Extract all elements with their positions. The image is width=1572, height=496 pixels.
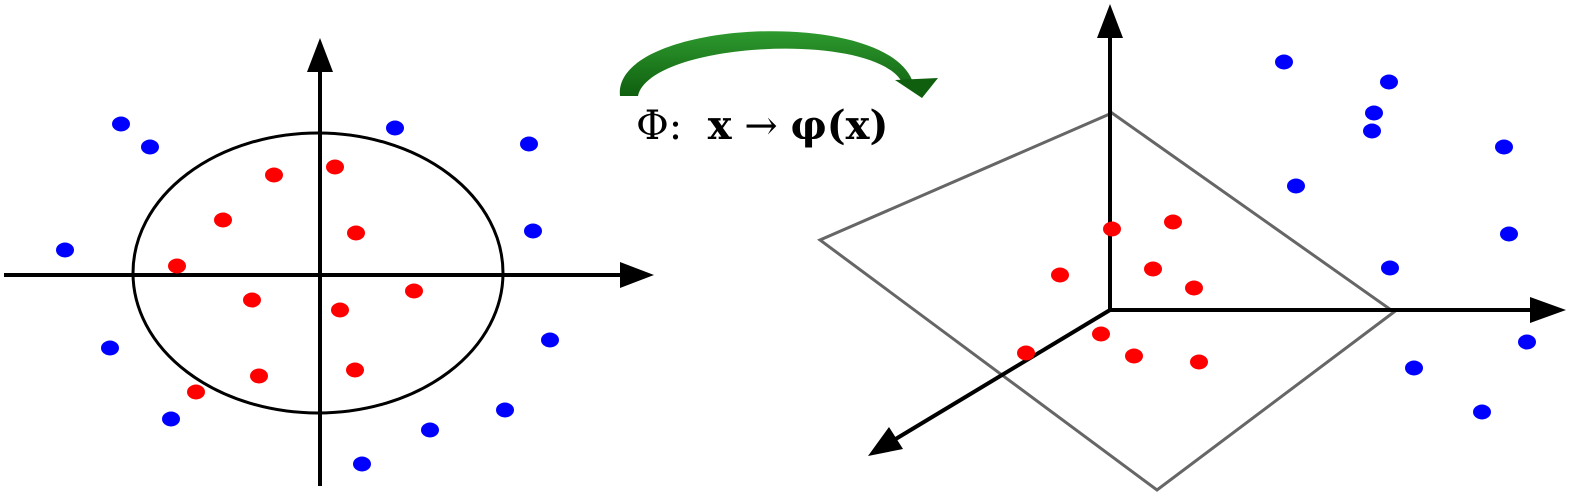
blue-data-point xyxy=(1405,360,1423,376)
phi-symbol: Φ: xyxy=(636,103,683,149)
blue-data-point xyxy=(1363,123,1381,139)
blue-data-point xyxy=(141,139,159,155)
red-data-point xyxy=(331,302,349,318)
transform-arrow-body xyxy=(619,31,912,96)
blue-data-point xyxy=(1518,334,1536,350)
red-data-point xyxy=(1190,354,1208,370)
red-data-point xyxy=(214,212,232,228)
red-data-point xyxy=(1144,261,1162,277)
red-data-point xyxy=(1103,221,1121,237)
red-data-point xyxy=(405,283,423,299)
transform-arrow xyxy=(619,31,938,98)
maps-to-arrow: → xyxy=(744,103,778,149)
right-y-axis-arrowhead xyxy=(1097,4,1123,38)
blue-data-point xyxy=(112,116,130,132)
input-space-points xyxy=(56,116,559,472)
red-data-point xyxy=(243,292,261,308)
blue-data-point xyxy=(520,136,538,152)
red-data-point xyxy=(187,384,205,400)
blue-data-point xyxy=(353,456,371,472)
red-data-point xyxy=(250,368,268,384)
blue-data-point xyxy=(1287,178,1305,194)
blue-data-point xyxy=(386,120,404,136)
red-data-point xyxy=(347,225,365,241)
right-z-axis-arrowhead xyxy=(868,427,903,456)
mapping-label: Φ: x → φ(x) xyxy=(636,103,888,149)
blue-data-point xyxy=(162,411,180,427)
blue-data-point xyxy=(496,402,514,418)
blue-data-point xyxy=(524,223,542,239)
blue-data-point xyxy=(1473,404,1491,420)
red-data-point xyxy=(1017,345,1035,361)
left-x-axis-arrowhead xyxy=(620,262,654,288)
right-z-axis xyxy=(892,308,1112,442)
left-y-axis-arrowhead xyxy=(307,38,333,72)
feature-space-points xyxy=(1017,54,1536,420)
red-data-point xyxy=(326,159,344,175)
red-data-point xyxy=(1185,280,1203,296)
circular-decision-boundary xyxy=(131,131,505,415)
blue-data-point xyxy=(101,340,119,356)
red-data-point xyxy=(1125,348,1143,364)
blue-data-point xyxy=(1365,105,1383,121)
red-data-point xyxy=(1092,326,1110,342)
red-data-point xyxy=(265,167,283,183)
blue-data-point xyxy=(56,242,74,258)
blue-data-point xyxy=(541,332,559,348)
red-data-point xyxy=(1051,267,1069,283)
blue-data-point xyxy=(1275,54,1293,70)
input-variable: x xyxy=(707,102,732,149)
separating-hyperplane xyxy=(817,111,1397,492)
red-data-point xyxy=(1164,214,1182,230)
blue-data-point xyxy=(1495,139,1513,155)
blue-data-point xyxy=(1381,260,1399,276)
right-x-axis-arrowhead xyxy=(1530,297,1566,323)
blue-data-point xyxy=(421,422,439,438)
blue-data-point xyxy=(1380,74,1398,90)
red-data-point xyxy=(168,258,186,274)
blue-data-point xyxy=(1500,226,1518,242)
transform-arrow-head xyxy=(895,78,938,98)
red-data-point xyxy=(346,362,364,378)
feature-map: φ(x) xyxy=(790,102,889,149)
feature-space-panel xyxy=(817,4,1566,492)
input-space-panel xyxy=(4,38,654,486)
